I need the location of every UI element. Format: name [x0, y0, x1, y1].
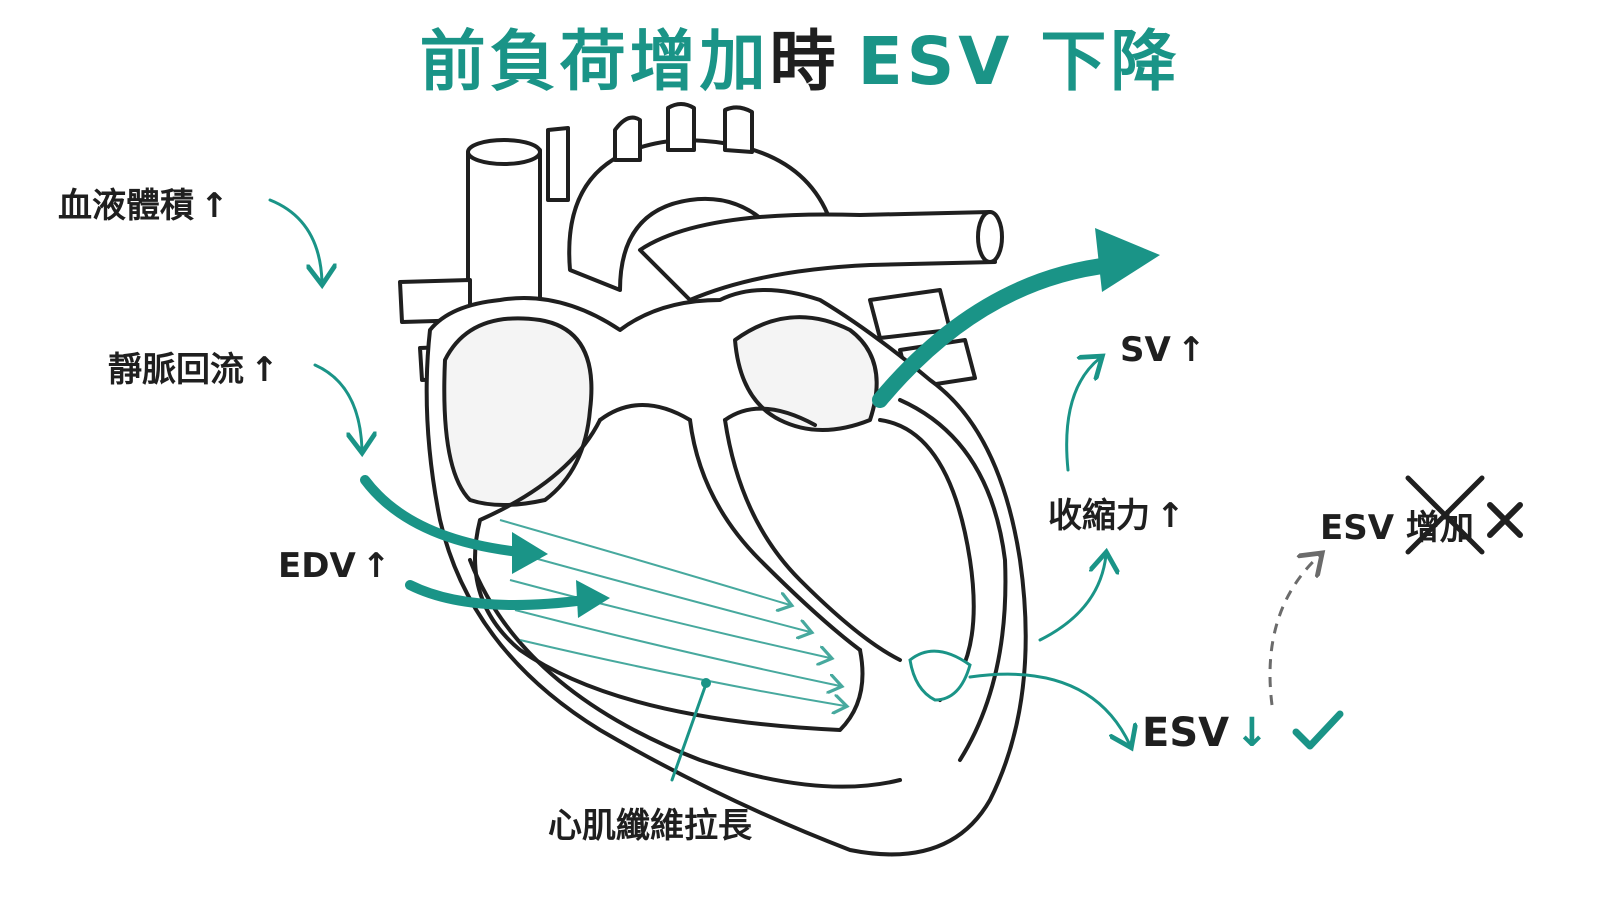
label-edv: EDV↑: [278, 546, 391, 586]
up-arrow-icon: ↑: [1176, 330, 1206, 370]
fiber-label-dot: [701, 678, 711, 688]
heart-outline: [398, 102, 1028, 857]
cross-icon: [1487, 502, 1523, 538]
esv-residual-shape: [908, 649, 972, 702]
down-arrow-icon: ↓: [1235, 710, 1269, 756]
up-arrow-icon: ↑: [200, 186, 229, 226]
title-part-when: 時: [769, 23, 840, 100]
label-sv: SV↑: [1120, 330, 1206, 370]
label-contractility: 收縮力↑: [1048, 496, 1185, 536]
label-venous-return: 靜脈回流↑: [108, 350, 279, 390]
title-part-preload: 前負荷增加: [419, 23, 770, 100]
up-arrow-icon: ↑: [1156, 496, 1185, 536]
sv-outflow-head: [1095, 228, 1160, 292]
edv-inflow-head-1: [512, 532, 548, 574]
up-arrow-icon: ↑: [361, 546, 391, 586]
strike-cross-icon: [1405, 475, 1485, 555]
label-fiber-stretch: 心肌纖維拉長: [548, 806, 752, 846]
up-arrow-icon: ↑: [250, 350, 279, 390]
edv-inflow-head-2: [576, 580, 610, 618]
edv-inflow-arrows: [360, 475, 590, 610]
flow-chain-arrows: [268, 198, 1130, 782]
check-icon: [1292, 710, 1344, 750]
label-esv-decrease: ESV↓: [1142, 710, 1269, 756]
title-part-esv: ESV 下降: [857, 23, 1181, 100]
fiber-stretch-lines: [499, 519, 845, 706]
sv-outflow-arrow: [872, 257, 1118, 408]
esv-increase-dashed-arrow: [1268, 555, 1320, 706]
label-blood-volume: 血液體積↑: [58, 186, 229, 226]
